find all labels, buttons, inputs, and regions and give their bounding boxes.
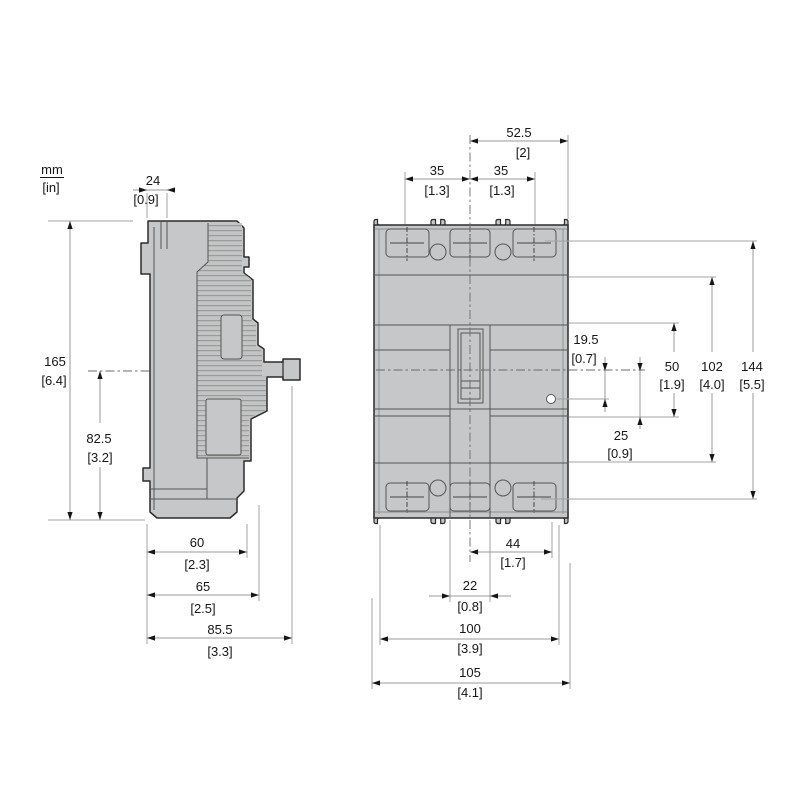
dim-foot-offset: 44 [1.7]: [500, 536, 525, 570]
pole-hole: [494, 479, 512, 497]
dimension-lines: [69, 140, 754, 684]
dim-base-width-in-label: [3.9]: [457, 641, 482, 656]
dim-base-width-mm-label: 100: [459, 621, 481, 636]
dim-handle-depth-mm-label: 24: [146, 173, 160, 188]
dim-half-width-mm-label: 52.5: [506, 125, 531, 140]
dim-terminal-span-in-label: [5.5]: [739, 377, 764, 392]
dim-center-height: 82.5 [3.2]: [86, 431, 112, 465]
dim-window-height-in-label: [1.9]: [659, 377, 684, 392]
toggle-recess: [220, 314, 243, 360]
dim-slot-width-in-label: [0.8]: [457, 599, 482, 614]
dim-hole-offset: 19.5 [0.7]: [571, 332, 598, 366]
dim-hole-offset-in-label: [0.7]: [571, 351, 596, 366]
dim-slot-width-mm-label: 22: [463, 578, 477, 593]
dim-center-height-in-label: [3.2]: [87, 450, 112, 465]
dim-half-width-in-label: [2]: [516, 145, 530, 160]
dim-overall-width: 105 [4.1]: [457, 665, 482, 700]
dim-pole-pitch-left-mm-label: 35: [430, 163, 444, 178]
dim-quarter-height-in-label: [0.9]: [607, 446, 632, 461]
terminal-screw-cross: [517, 227, 551, 261]
dim-foot-offset-in-label: [1.7]: [500, 555, 525, 570]
dim-window-height-mm-label: 50: [665, 359, 679, 374]
dim-terminal-span: 144 [5.5]: [739, 359, 764, 392]
accessory-window: [457, 328, 484, 404]
dim-section-height-in-label: [4.0]: [699, 377, 724, 392]
dim-section-height: 102 [4.0]: [699, 359, 724, 392]
dim-height: 165 [6.4]: [41, 354, 66, 388]
dim-terminal-span-mm-label: 144: [741, 359, 763, 374]
front-view-inner-border: [375, 228, 567, 514]
dim-foot-offset-mm-label: 44: [506, 536, 520, 551]
terminal-screw-cross: [517, 481, 551, 513]
centerlines: [88, 135, 645, 562]
unit-header: mm [in]: [40, 162, 64, 195]
dim-overall-width-mm-label: 105: [459, 665, 481, 680]
front-view-body: [373, 224, 569, 519]
terminal-screw-cross: [390, 227, 424, 261]
dim-total-depth: 85.5 [3.3]: [207, 622, 232, 659]
pole-holes: [429, 243, 512, 497]
dim-slot-width: 22 [0.8]: [457, 578, 482, 614]
dimensions-layer: mm [in] 24 [0.9] 165 [6.4] 82.5 [3.2] 60…: [40, 125, 765, 700]
dim-quarter-height: 25 [0.9]: [607, 428, 632, 461]
dim-pole-pitch-left: 35 [1.3]: [424, 163, 449, 198]
side-view-drawing: [140, 220, 301, 519]
dim-total-depth-mm-label: 85.5: [207, 622, 232, 637]
dim-height-mm-label: 165: [44, 354, 66, 369]
dim-half-width: 52.5 [2]: [506, 125, 531, 160]
dim-front-depth-mm-label: 65: [196, 579, 210, 594]
dim-handle-depth: 24 [0.9]: [133, 173, 160, 207]
dim-total-depth-in-label: [3.3]: [207, 644, 232, 659]
dim-body-depth-mm-label: 60: [190, 535, 204, 550]
dimension-arrowheads: [67, 138, 756, 686]
dim-quarter-height-mm-label: 25: [614, 428, 628, 443]
pole-hole: [429, 243, 447, 261]
dim-pole-pitch-left-in-label: [1.3]: [424, 183, 449, 198]
dim-overall-width-in-label: [4.1]: [457, 685, 482, 700]
mounting-hole: [546, 394, 556, 404]
side-view-internal-lines: [150, 222, 249, 510]
front-view-section-lines: [375, 274, 567, 518]
dim-body-depth: 60 [2.3]: [184, 535, 209, 572]
dim-front-depth: 65 [2.5]: [190, 579, 215, 616]
dim-handle-depth-in-label: [0.9]: [133, 192, 158, 207]
units-in-label: [in]: [42, 180, 59, 195]
dim-hole-offset-mm-label: 19.5: [573, 332, 598, 347]
units-mm-label: mm: [41, 162, 63, 177]
lower-accessory-cover: [205, 398, 242, 456]
pole-hole: [494, 243, 512, 261]
dim-front-depth-in-label: [2.5]: [190, 601, 215, 616]
dim-pole-pitch-right-in-label: [1.3]: [489, 183, 514, 198]
dim-body-depth-in-label: [2.3]: [184, 557, 209, 572]
dim-pole-pitch-right: 35 [1.3]: [489, 163, 514, 198]
front-view-drawing: [373, 218, 569, 525]
pole-hole: [429, 479, 447, 497]
dim-center-height-mm-label: 82.5: [86, 431, 111, 446]
dim-section-height-mm-label: 102: [701, 359, 723, 374]
dim-pole-pitch-right-mm-label: 35: [494, 163, 508, 178]
terminal-screw-cross: [390, 481, 424, 513]
extension-lines: [48, 135, 757, 689]
dim-height-in-label: [6.4]: [41, 373, 66, 388]
dim-window-height: 50 [1.9]: [659, 359, 684, 392]
dim-base-width: 100 [3.9]: [457, 621, 482, 656]
